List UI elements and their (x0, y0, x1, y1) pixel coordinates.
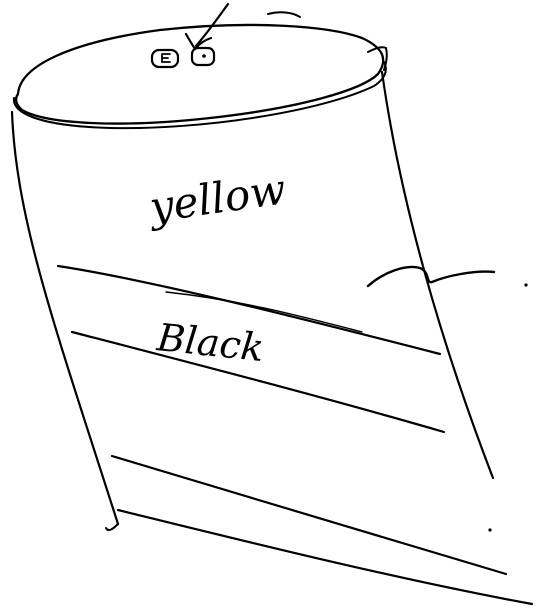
button-icon-right[interactable] (192, 48, 214, 65)
top-mark (268, 12, 300, 17)
can-body (12, 72, 493, 530)
button-icon-left[interactable] (152, 50, 178, 67)
stray-dot (488, 528, 491, 531)
side-squiggle (368, 267, 494, 286)
label-yellow: yellow (145, 164, 289, 232)
label-black: Black (154, 315, 266, 370)
stray-dot (524, 283, 527, 286)
can-bands (58, 266, 532, 604)
